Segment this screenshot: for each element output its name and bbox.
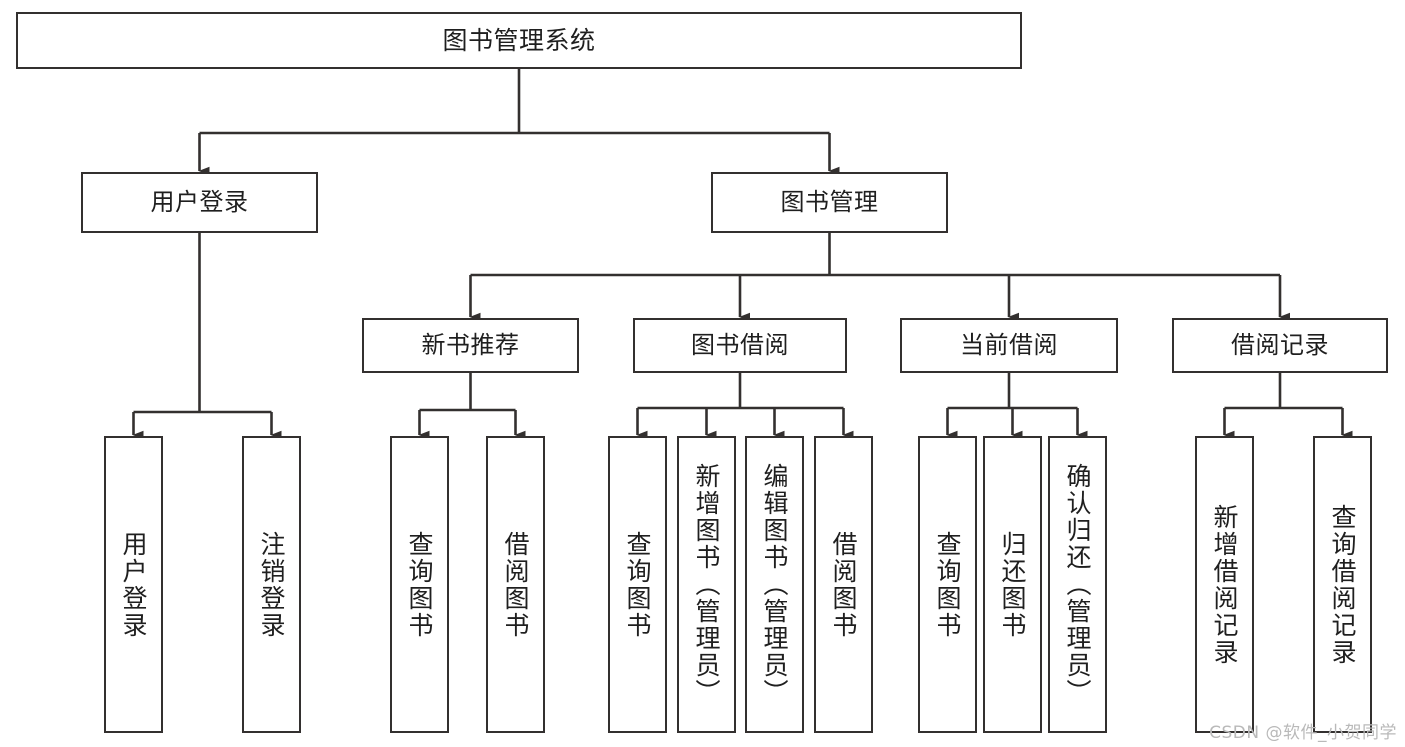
node-l3[interactable]: 查询图书 — [390, 436, 449, 733]
node-label-login: 用户登录 — [150, 188, 249, 217]
node-records[interactable]: 借阅记录 — [1172, 318, 1388, 373]
node-label-l5: 查询图书 — [623, 530, 652, 639]
node-root[interactable]: 图书管理系统 — [16, 12, 1022, 69]
node-label-l4: 借阅图书 — [501, 530, 530, 639]
node-newrec[interactable]: 新书推荐 — [362, 318, 579, 373]
node-l4[interactable]: 借阅图书 — [486, 436, 545, 733]
node-label-l7: 编辑图书（管理员） — [760, 463, 789, 706]
node-l5[interactable]: 查询图书 — [608, 436, 667, 733]
node-borrow[interactable]: 图书借阅 — [633, 318, 847, 373]
node-label-l10: 归还图书 — [998, 530, 1027, 639]
node-label-l6: 新增图书（管理员） — [692, 463, 721, 706]
csdn-watermark: CSDN @软件_小贺同学 — [1209, 723, 1397, 743]
node-l9[interactable]: 查询图书 — [918, 436, 977, 733]
node-l6[interactable]: 新增图书（管理员） — [677, 436, 736, 733]
node-label-l11: 确认归还（管理员） — [1063, 463, 1092, 706]
node-l8[interactable]: 借阅图书 — [814, 436, 873, 733]
node-label-l1: 用户登录 — [119, 530, 148, 639]
node-label-l2: 注销登录 — [257, 530, 286, 639]
node-label-records: 借阅记录 — [1231, 331, 1329, 360]
node-l1[interactable]: 用户登录 — [104, 436, 163, 733]
node-l10[interactable]: 归还图书 — [983, 436, 1042, 733]
node-bookmgmt[interactable]: 图书管理 — [711, 172, 948, 233]
node-login[interactable]: 用户登录 — [81, 172, 318, 233]
node-current[interactable]: 当前借阅 — [900, 318, 1118, 373]
node-l13[interactable]: 查询借阅记录 — [1313, 436, 1372, 733]
node-label-bookmgmt: 图书管理 — [780, 188, 879, 217]
node-l12[interactable]: 新增借阅记录 — [1195, 436, 1254, 733]
node-l2[interactable]: 注销登录 — [242, 436, 301, 733]
node-l7[interactable]: 编辑图书（管理员） — [745, 436, 804, 733]
node-l11[interactable]: 确认归还（管理员） — [1048, 436, 1107, 733]
node-label-l13: 查询借阅记录 — [1328, 503, 1357, 666]
node-label-l8: 借阅图书 — [829, 530, 858, 639]
node-label-l3: 查询图书 — [405, 530, 434, 639]
node-label-newrec: 新书推荐 — [421, 331, 520, 360]
node-label-root: 图书管理系统 — [442, 25, 596, 55]
node-label-current: 当前借阅 — [960, 331, 1058, 360]
node-label-l12: 新增借阅记录 — [1210, 503, 1239, 666]
node-label-l9: 查询图书 — [933, 530, 962, 639]
node-label-borrow: 图书借阅 — [691, 331, 789, 360]
